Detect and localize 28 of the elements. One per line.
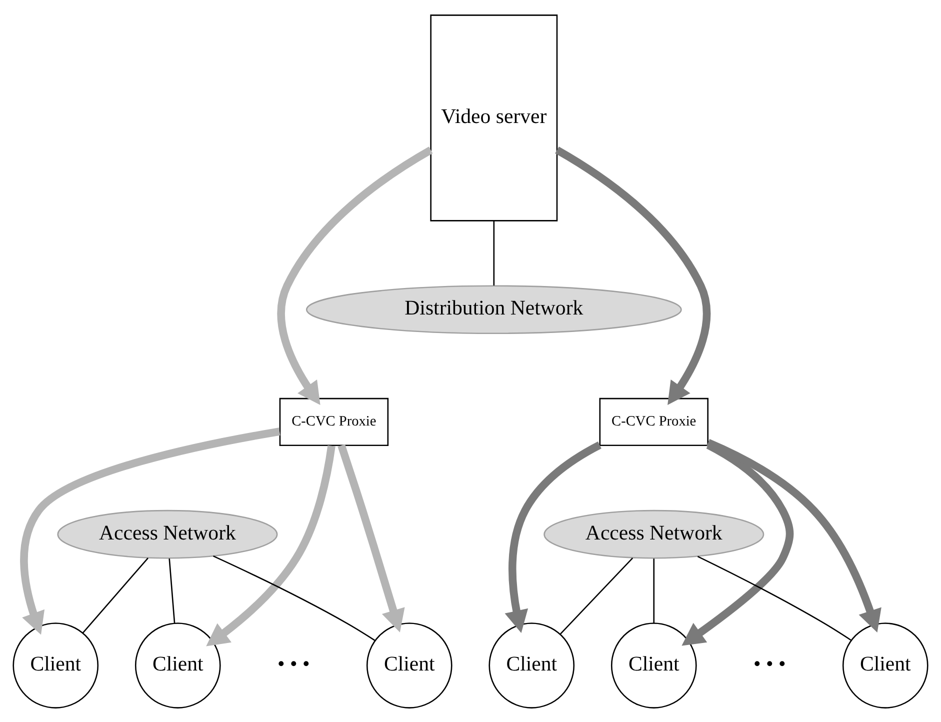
connector — [493, 220, 495, 285]
arrow — [706, 438, 882, 632]
label: • • • — [278, 652, 310, 675]
arrow — [504, 441, 602, 633]
node-ellipse: Distribution Network — [306, 284, 682, 334]
arrow — [338, 444, 405, 632]
arrow — [555, 146, 711, 404]
connector — [653, 558, 655, 623]
connector — [168, 558, 176, 623]
node-ellipse: Access Network — [544, 509, 764, 558]
node-circle: Client — [488, 622, 575, 708]
node-circle: Client — [12, 622, 99, 708]
node-ellipse: Access Network — [57, 509, 278, 558]
connector — [697, 555, 852, 640]
connector — [560, 557, 634, 634]
arrow — [206, 444, 336, 646]
arrow — [277, 146, 433, 404]
node-box: Video server — [430, 14, 558, 221]
arrow — [20, 427, 280, 634]
node-circle: Client — [366, 622, 452, 708]
node-box: C-CVC Proxie — [279, 397, 389, 446]
node-circle: Client — [842, 622, 928, 708]
connector — [82, 557, 148, 633]
node-circle: Client — [134, 622, 221, 708]
connector — [213, 554, 376, 641]
node-circle: Client — [610, 622, 697, 708]
node-box: C-CVC Proxie — [599, 397, 708, 446]
label: • • • — [754, 652, 786, 675]
